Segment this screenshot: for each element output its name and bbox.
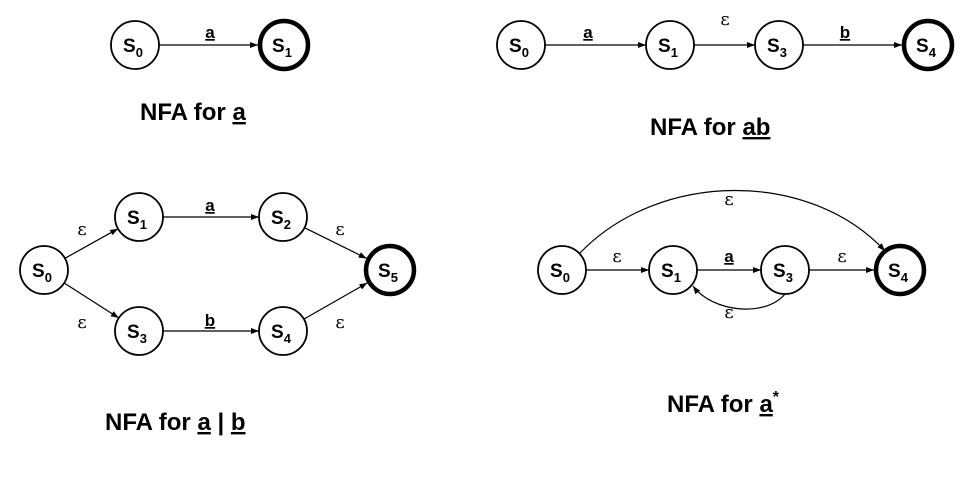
- state-circle: [114, 306, 164, 356]
- edge-label-s3-s4: b: [840, 23, 850, 42]
- state-label: S4: [916, 36, 937, 60]
- state-label: S1: [661, 261, 681, 285]
- state-label: S3: [773, 261, 793, 285]
- edge-s0-s1: [64, 228, 119, 259]
- state-s0: S0: [19, 245, 69, 295]
- edge-label-s0-s4: ε: [724, 189, 733, 210]
- state-s2: S2: [258, 192, 308, 242]
- edge-label-s0-s1: a: [205, 23, 215, 42]
- edge-label-s1-s3: ε: [720, 9, 729, 30]
- state-circle: [258, 306, 308, 356]
- edge-s4-s5: [303, 282, 368, 320]
- final-state-circle: [257, 18, 311, 72]
- state-circle: [496, 20, 546, 70]
- state-s4: S4: [901, 18, 955, 72]
- edge-s0-s3: [63, 282, 120, 319]
- state-label: S2: [271, 208, 291, 232]
- state-circle: [648, 245, 698, 295]
- diagram-caption: NFA for ab: [650, 114, 770, 141]
- edge-label-s1-s3: a: [724, 247, 734, 266]
- state-label: S1: [272, 36, 292, 60]
- edge-label-s3-s1: ε: [724, 302, 733, 323]
- state-circle: [19, 245, 69, 295]
- state-label: S1: [658, 36, 678, 60]
- state-label: S0: [550, 261, 570, 285]
- state-s1: S1: [114, 192, 164, 242]
- state-s1: S1: [257, 18, 311, 72]
- state-s0: S0: [537, 245, 587, 295]
- edge-label-s0-s1: ε: [612, 246, 621, 267]
- state-label: S3: [127, 322, 147, 346]
- diagram-caption: NFA for a: [140, 99, 246, 126]
- state-circle: [754, 20, 804, 70]
- edge-s0-s4: [579, 189, 886, 254]
- edge-label-s3-s4: b: [205, 311, 215, 330]
- edge-label-s2-s5: ε: [335, 219, 344, 240]
- state-circle: [645, 20, 695, 70]
- final-state-circle: [901, 18, 955, 72]
- diagram-caption: NFA for a | b: [105, 409, 246, 436]
- state-s0: S0: [496, 20, 546, 70]
- state-label: S0: [509, 36, 529, 60]
- state-s4: S4: [258, 306, 308, 356]
- state-label: S1: [127, 208, 147, 232]
- state-label: S0: [32, 261, 52, 285]
- state-s4: S4: [873, 243, 927, 297]
- state-circle: [760, 245, 810, 295]
- edge-label-s3-s4: ε: [837, 246, 846, 267]
- state-circle: [110, 20, 160, 70]
- edge-label-s0-s1: a: [583, 23, 593, 42]
- edge-label-s4-s5: ε: [335, 312, 344, 333]
- state-s5: S5: [363, 243, 417, 297]
- edge-s3-s1: [692, 285, 786, 310]
- state-circle: [537, 245, 587, 295]
- edge-label-s1-s2: a: [205, 196, 215, 215]
- state-s0: S0: [110, 20, 160, 70]
- state-label: S4: [888, 261, 909, 285]
- diagram-caption: NFA for a*: [667, 389, 780, 418]
- state-s3: S3: [754, 20, 804, 70]
- state-circle: [258, 192, 308, 242]
- state-label: S5: [378, 261, 398, 285]
- state-circle: [114, 192, 164, 242]
- edge-s2-s5: [304, 227, 367, 259]
- state-s3: S3: [114, 306, 164, 356]
- state-label: S0: [123, 36, 143, 60]
- state-s1: S1: [645, 20, 695, 70]
- state-label: S3: [767, 36, 787, 60]
- state-s1: S1: [648, 245, 698, 295]
- state-label: S4: [271, 322, 292, 346]
- final-state-circle: [363, 243, 417, 297]
- edge-label-s0-s3: ε: [77, 312, 86, 333]
- edge-label-s0-s1: ε: [77, 219, 86, 240]
- state-s3: S3: [760, 245, 810, 295]
- final-state-circle: [873, 243, 927, 297]
